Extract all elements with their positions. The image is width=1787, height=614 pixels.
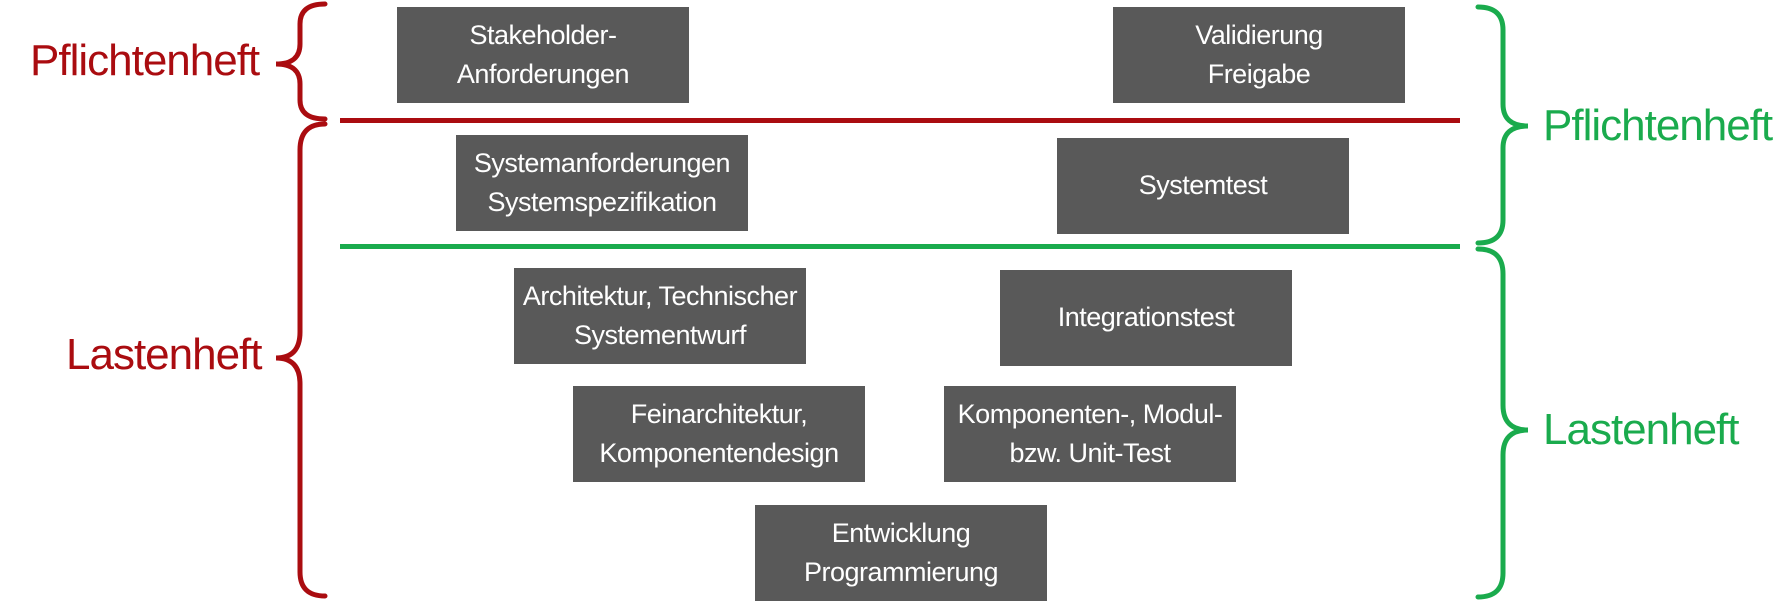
box-architektur: Architektur, Technischer Systementwurf (514, 268, 806, 364)
box-entwicklung: Entwicklung Programmierung (755, 505, 1047, 601)
right-label-pflichtenheft: Pflichtenheft (1543, 101, 1773, 150)
box-text-line: Komponenten-, Modul- (957, 398, 1223, 429)
box-integrationstest: Integrationstest (1000, 270, 1292, 366)
box-text-line: Freigabe (1207, 59, 1311, 89)
box-systemtest: Systemtest (1057, 138, 1349, 234)
box-text-line: Programmierung (803, 557, 999, 587)
box-text-line: Systemspezifikation (487, 187, 717, 217)
left-label-lastenheft: Lastenheft (66, 330, 262, 379)
box-text-line: Systemtest (1138, 170, 1268, 201)
box-text-line: Anforderungen (456, 59, 630, 89)
box-validierung-freigabe: Validierung Freigabe (1113, 7, 1405, 103)
box-text-line: Architektur, Technischer (522, 280, 798, 311)
right-label-lastenheft: Lastenheft (1543, 405, 1739, 454)
box-systemanforderungen: Systemanforderungen Systemspezifikation (456, 135, 748, 231)
box-text-line: Feinarchitektur, (630, 398, 808, 429)
box-stakeholder-anforderungen: Stakeholder- Anforderungen (397, 7, 689, 103)
box-text-line: Integrationstest (1057, 302, 1235, 333)
box-text-line: Validierung (1195, 19, 1323, 50)
box-text-line: Systemanforderungen (473, 147, 731, 178)
box-text-line: Entwicklung (831, 517, 971, 548)
divider-red (340, 118, 1460, 123)
box-text-line: Komponentendesign (599, 438, 839, 468)
box-text-line: bzw. Unit-Test (1009, 438, 1171, 468)
divider-green (340, 244, 1460, 249)
left-label-pflichtenheft: Pflichtenheft (30, 36, 260, 85)
box-komponententest: Komponenten-, Modul- bzw. Unit-Test (944, 386, 1236, 482)
box-text-line: Stakeholder- (469, 19, 617, 50)
box-feinarchitektur: Feinarchitektur, Komponentendesign (573, 386, 865, 482)
box-text-line: Systementwurf (573, 320, 747, 350)
